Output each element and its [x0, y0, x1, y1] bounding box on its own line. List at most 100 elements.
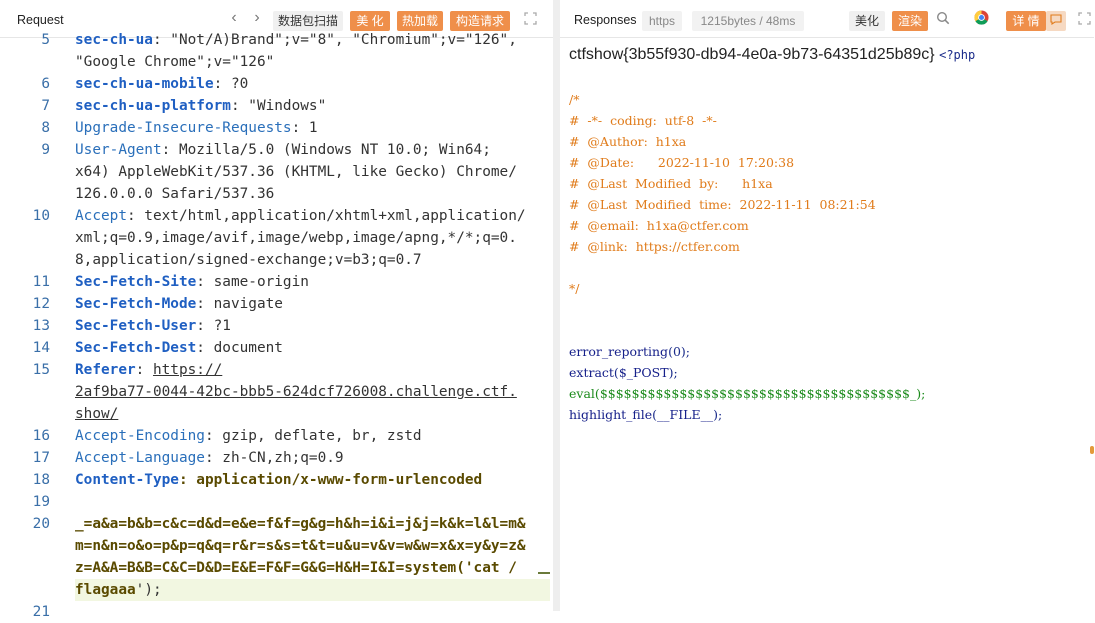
line-number: 9 — [41, 142, 50, 158]
code-line: xml;q=0.9,image/avif,image/webp,image/ap… — [75, 227, 545, 249]
code-token: : ?1 — [196, 318, 231, 334]
line-number — [0, 381, 50, 403]
source-comment-line: # @email: h1xa@ctfer.com — [569, 218, 749, 233]
capture-scan-button[interactable]: 数据包扫描 — [273, 11, 343, 31]
scroll-marker[interactable] — [1090, 446, 1094, 454]
code-token: 2af9ba77-0044-42bc-bbb5-624dcf726008.cha… — [75, 384, 517, 400]
code-token: Upgrade-Insecure-Requests — [75, 120, 292, 136]
construct-request-button[interactable]: 构造请求 — [450, 11, 510, 31]
code-line: Referer: https:// — [75, 359, 545, 381]
code-highlight-file: highlight_file(__FILE__); — [569, 407, 723, 422]
code-token: 126.0.0.0 Safari/537.36 — [75, 186, 275, 202]
response-beautify-button[interactable]: 美化 — [849, 11, 885, 31]
code-extract: extract($_POST); — [569, 365, 678, 380]
line-number: 16 — [32, 428, 50, 444]
code-token: sec-ch-ua-platform — [75, 98, 231, 114]
line-number — [0, 183, 50, 205]
code-line: 2af9ba77-0044-42bc-bbb5-624dcf726008.cha… — [75, 381, 545, 403]
code-token: show/ — [75, 406, 119, 422]
code-token: Sec-Fetch-Mode — [75, 296, 197, 312]
code-token: Sec-Fetch-User — [75, 318, 197, 334]
line-number: 8 — [41, 120, 50, 136]
protocol-badge: https — [642, 11, 682, 31]
expand-icon[interactable] — [519, 10, 541, 32]
code-token: User-Agent — [75, 142, 162, 158]
code-token: Accept-Encoding — [75, 428, 205, 444]
line-number: 14 — [32, 340, 50, 356]
line-number: 11 — [32, 274, 50, 290]
code-token: : text/html,application/xhtml+xml,applic… — [126, 208, 526, 224]
response-panel: Responses https 1215bytes / 48ms 美化 渲染 详… — [560, 0, 1094, 611]
code-line: Sec-Fetch-User: ?1 — [75, 315, 545, 337]
code-line: Accept: text/html,application/xhtml+xml,… — [75, 205, 545, 227]
code-line: z=A&A=B&B=C&C=D&D=E&E=F&F=G&G=H&H=I&I=sy… — [75, 557, 545, 579]
code-token: : navigate — [196, 296, 283, 312]
code-line: flagaaa'); — [75, 579, 545, 601]
code-line: sec-ch-ua-mobile: ?0 — [75, 73, 545, 95]
code-token: : 1 — [291, 120, 318, 136]
line-number — [0, 535, 50, 557]
line-number: 21 — [32, 604, 50, 620]
source-comment-line: */ — [569, 281, 580, 296]
panel-divider[interactable] — [553, 0, 560, 611]
cursor-marker — [538, 572, 550, 574]
code-line: User-Agent: Mozilla/5.0 (Windows NT 10.0… — [75, 139, 545, 161]
source-comment-line: # -*- coding: utf-8 -*- — [569, 113, 717, 128]
line-number — [0, 161, 50, 183]
code-token: Accept — [75, 208, 127, 224]
code-token: : Mozilla/5.0 (Windows NT 10.0; Win64; — [161, 142, 491, 158]
render-button[interactable]: 渲染 — [892, 11, 928, 31]
code-line: 126.0.0.0 Safari/537.36 — [75, 183, 545, 205]
code-token: xml;q=0.9,image/avif,image/webp,image/ap… — [75, 230, 517, 246]
beautify-button[interactable]: 美 化 — [350, 11, 390, 31]
flag-text: ctfshow{3b55f930-db94-4e0a-9b73-64351d25… — [569, 46, 935, 63]
code-line: Sec-Fetch-Site: same-origin — [75, 271, 545, 293]
code-token: 8,application/signed-exchange;v=b3;q=0.7 — [75, 252, 422, 268]
code-line: _=a&a=b&b=c&c=d&d=e&e=f&f=g&g=h&h=i&i=j&… — [75, 513, 545, 535]
code-token: sec-ch-ua-mobile — [75, 76, 214, 92]
source-comment-line: # @Last Modified time: 2022-11-11 08:21:… — [569, 197, 876, 212]
source-comment-line: # @link: https://ctfer.com — [569, 239, 740, 254]
code-line: Sec-Fetch-Mode: navigate — [75, 293, 545, 315]
code-line — [75, 601, 545, 623]
prev-chevron-icon[interactable]: ‹ — [231, 9, 237, 26]
code-token: : gzip, deflate, br, zstd — [204, 428, 422, 444]
search-icon[interactable] — [932, 10, 954, 32]
php-open-tag: <?php — [939, 48, 976, 62]
details-button[interactable]: 详 情 — [1006, 11, 1046, 31]
line-number: 17 — [32, 450, 50, 466]
line-number: 12 — [32, 296, 50, 312]
request-header: Request ‹ › 数据包扫描 美 化 热加载 构造请求 — [0, 0, 553, 38]
code-token: : — [135, 362, 153, 378]
line-number: 6 — [41, 76, 50, 92]
line-number — [0, 51, 50, 73]
code-line: Sec-Fetch-Dest: document — [75, 337, 545, 359]
code-token: x64) AppleWebKit/537.36 (KHTML, like Gec… — [75, 164, 517, 180]
source-comment-line: # @Last Modified by: h1xa — [569, 176, 773, 191]
code-line: Accept-Encoding: gzip, deflate, br, zstd — [75, 425, 545, 447]
code-line: sec-ch-ua: "Not/A)Brand";v="8", "Chromiu… — [75, 29, 545, 51]
expand-response-icon[interactable] — [1073, 10, 1095, 32]
code-token: _=a&a=b&b=c&c=d&d=e&e=f&f=g&g=h&h=i&i=j&… — [75, 516, 526, 532]
source-comment-line: # @Author: h1xa — [569, 134, 687, 149]
line-number: 15 — [32, 362, 50, 378]
code-token: : ?0 — [213, 76, 249, 92]
code-token: : zh-CN,zh;q=0.9 — [204, 450, 344, 466]
chrome-icon[interactable] — [970, 10, 992, 32]
code-token: Sec-Fetch-Dest — [75, 340, 197, 356]
hot-load-button[interactable]: 热加载 — [397, 11, 443, 31]
next-chevron-icon[interactable]: › — [254, 9, 260, 26]
code-token: Referer — [75, 362, 136, 378]
code-token: Content-Type — [75, 472, 179, 488]
comment-icon[interactable] — [1046, 11, 1066, 31]
response-flag-line: ctfshow{3b55f930-db94-4e0a-9b73-64351d25… — [569, 46, 975, 64]
code-token: : "Windows" — [230, 98, 327, 114]
line-number — [0, 579, 50, 601]
code-token: https:// — [152, 362, 223, 378]
code-token: : "Not/A)Brand";v="8", "Chromium";v="126… — [152, 32, 517, 48]
code-token: flagaaa — [75, 582, 136, 598]
code-token: Sec-Fetch-Site — [75, 274, 197, 290]
code-line: x64) AppleWebKit/537.36 (KHTML, like Gec… — [75, 161, 545, 183]
code-line: m=n&n=o&o=p&p=q&q=r&r=s&s=t&t=u&u=v&v=w&… — [75, 535, 545, 557]
